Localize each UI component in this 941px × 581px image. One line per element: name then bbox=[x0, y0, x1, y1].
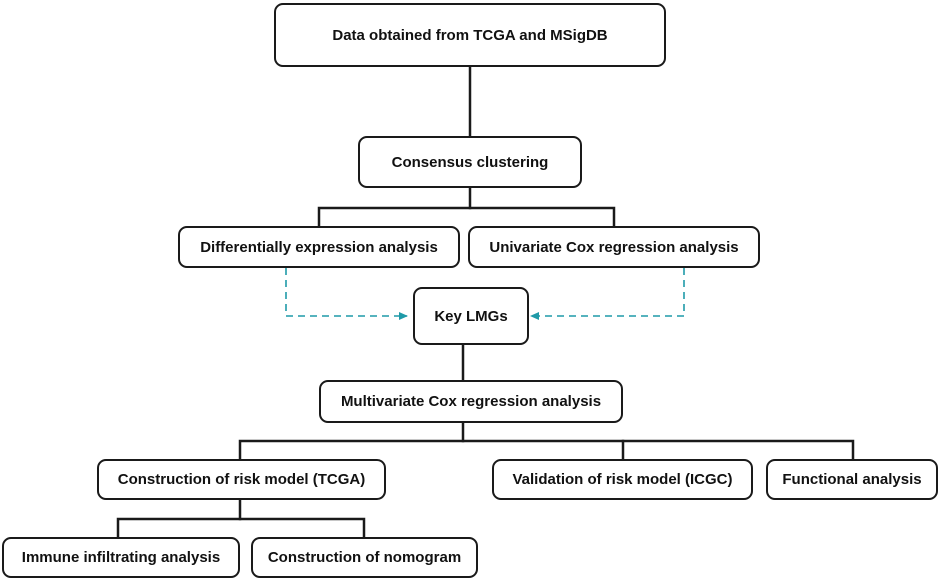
functional-analysis-node: Functional analysis bbox=[766, 459, 938, 500]
data-source-node: Data obtained from TCGA and MSigDB bbox=[274, 3, 666, 67]
immune-infiltrating-node: Immune infiltrating analysis bbox=[2, 537, 240, 578]
dashed-arrow-univariate-to-keylmgs bbox=[530, 268, 685, 320]
univariate-cox-node: Univariate Cox regression analysis bbox=[468, 226, 760, 268]
key-lmgs-node: Key LMGs bbox=[413, 287, 529, 345]
differential-expression-node: Differentially expression analysis bbox=[178, 226, 460, 268]
nomogram-node: Construction of nomogram bbox=[251, 537, 478, 578]
validation-risk-model-node: Validation of risk model (ICGC) bbox=[492, 459, 753, 500]
multivariate-cox-node: Multivariate Cox regression analysis bbox=[319, 380, 623, 423]
dashed-arrow-diffexpr-to-keylmgs bbox=[285, 268, 408, 320]
connector-multivariate-split bbox=[238, 439, 855, 461]
consensus-clustering-node: Consensus clustering bbox=[358, 136, 582, 188]
connector-consensus-split bbox=[317, 206, 616, 228]
risk-model-node: Construction of risk model (TCGA) bbox=[97, 459, 386, 500]
connector-riskmodel-split bbox=[116, 517, 366, 539]
